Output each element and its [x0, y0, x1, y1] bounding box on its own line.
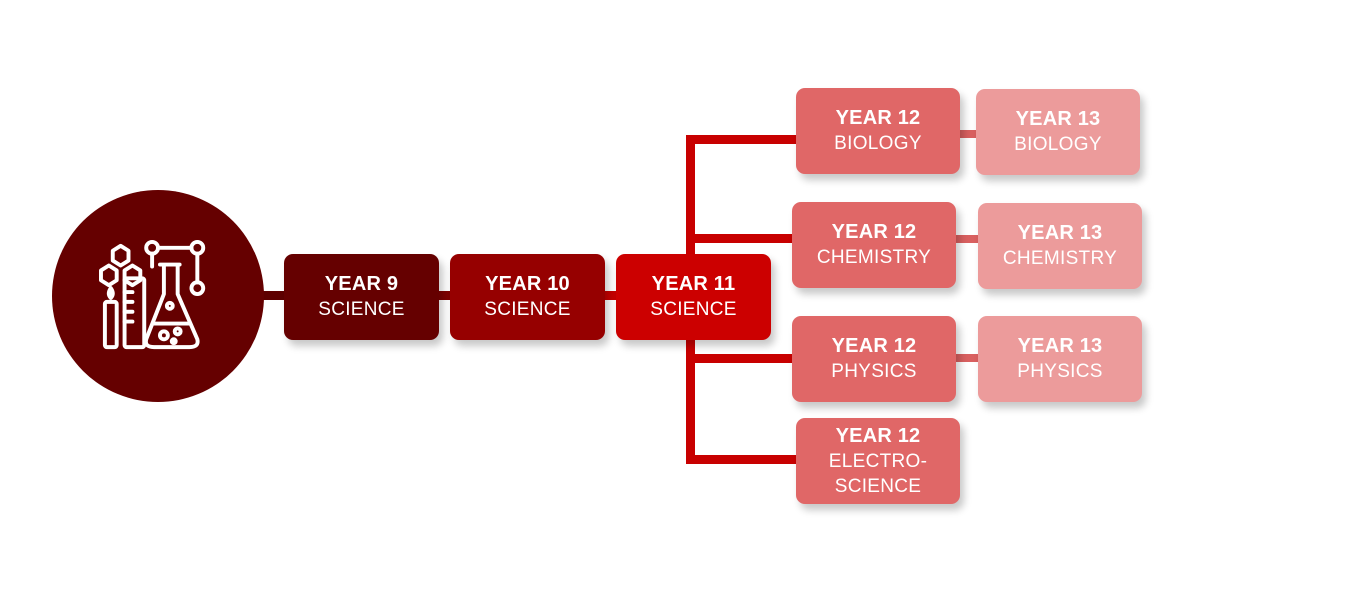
node-year13-chemistry: YEAR 13 CHEMISTRY — [978, 203, 1142, 289]
node-subject-label: BIOLOGY — [834, 133, 922, 154]
node-subject-label: CHEMISTRY — [816, 247, 932, 268]
node-year-label: YEAR 10 — [485, 273, 570, 295]
connector-hub-year9 — [262, 291, 286, 300]
connector-year10-year11 — [604, 291, 618, 300]
node-year-label: YEAR 13 — [1017, 335, 1103, 357]
node-year-label: YEAR 12 — [831, 335, 917, 357]
connector-branch-physics — [686, 354, 794, 363]
connector-branch-chemistry — [686, 234, 794, 243]
node-subject-label: PHYSICS — [831, 361, 917, 382]
connector-physics-12-13 — [955, 354, 980, 362]
node-year12-biology: YEAR 12 BIOLOGY — [796, 88, 960, 174]
node-subject-label: PHYSICS — [1017, 361, 1103, 382]
node-subject-label: SCIENCE — [650, 299, 737, 320]
node-year12-electroscience: YEAR 12 ELECTRO- SCIENCE — [796, 418, 960, 504]
node-year10-science: YEAR 10 SCIENCE — [450, 254, 605, 340]
node-subject-label: ELECTRO- SCIENCE — [828, 450, 928, 497]
node-subject-label: SCIENCE — [318, 299, 405, 320]
node-year13-biology: YEAR 13 BIOLOGY — [976, 89, 1140, 175]
connector-year9-year10 — [438, 291, 452, 300]
node-year-label: YEAR 11 — [651, 273, 736, 295]
node-subject-label: SCIENCE — [484, 299, 571, 320]
node-subject-label: CHEMISTRY — [1002, 248, 1118, 269]
science-lab-icon — [99, 239, 206, 350]
node-year-label: YEAR 12 — [831, 221, 917, 243]
connector-branch-biology — [686, 135, 798, 144]
node-year-label: YEAR 13 — [1015, 108, 1101, 130]
node-year12-chemistry: YEAR 12 CHEMISTRY — [792, 202, 956, 288]
connector-biology-12-13 — [958, 130, 978, 138]
connector-chemistry-12-13 — [955, 235, 980, 243]
science-hub-circle — [52, 190, 264, 402]
node-year-label: YEAR 9 — [324, 273, 399, 295]
node-year-label: YEAR 12 — [835, 107, 921, 129]
connector-branch-electroscience — [686, 455, 798, 464]
node-year-label: YEAR 12 — [835, 424, 921, 447]
node-year13-physics: YEAR 13 PHYSICS — [978, 316, 1142, 402]
node-year9-science: YEAR 9 SCIENCE — [284, 254, 439, 340]
node-subject-label: BIOLOGY — [1014, 134, 1102, 155]
node-year-label: YEAR 13 — [1017, 222, 1103, 244]
node-year12-physics: YEAR 12 PHYSICS — [792, 316, 956, 402]
node-year11-science: YEAR 11 SCIENCE — [616, 254, 771, 340]
